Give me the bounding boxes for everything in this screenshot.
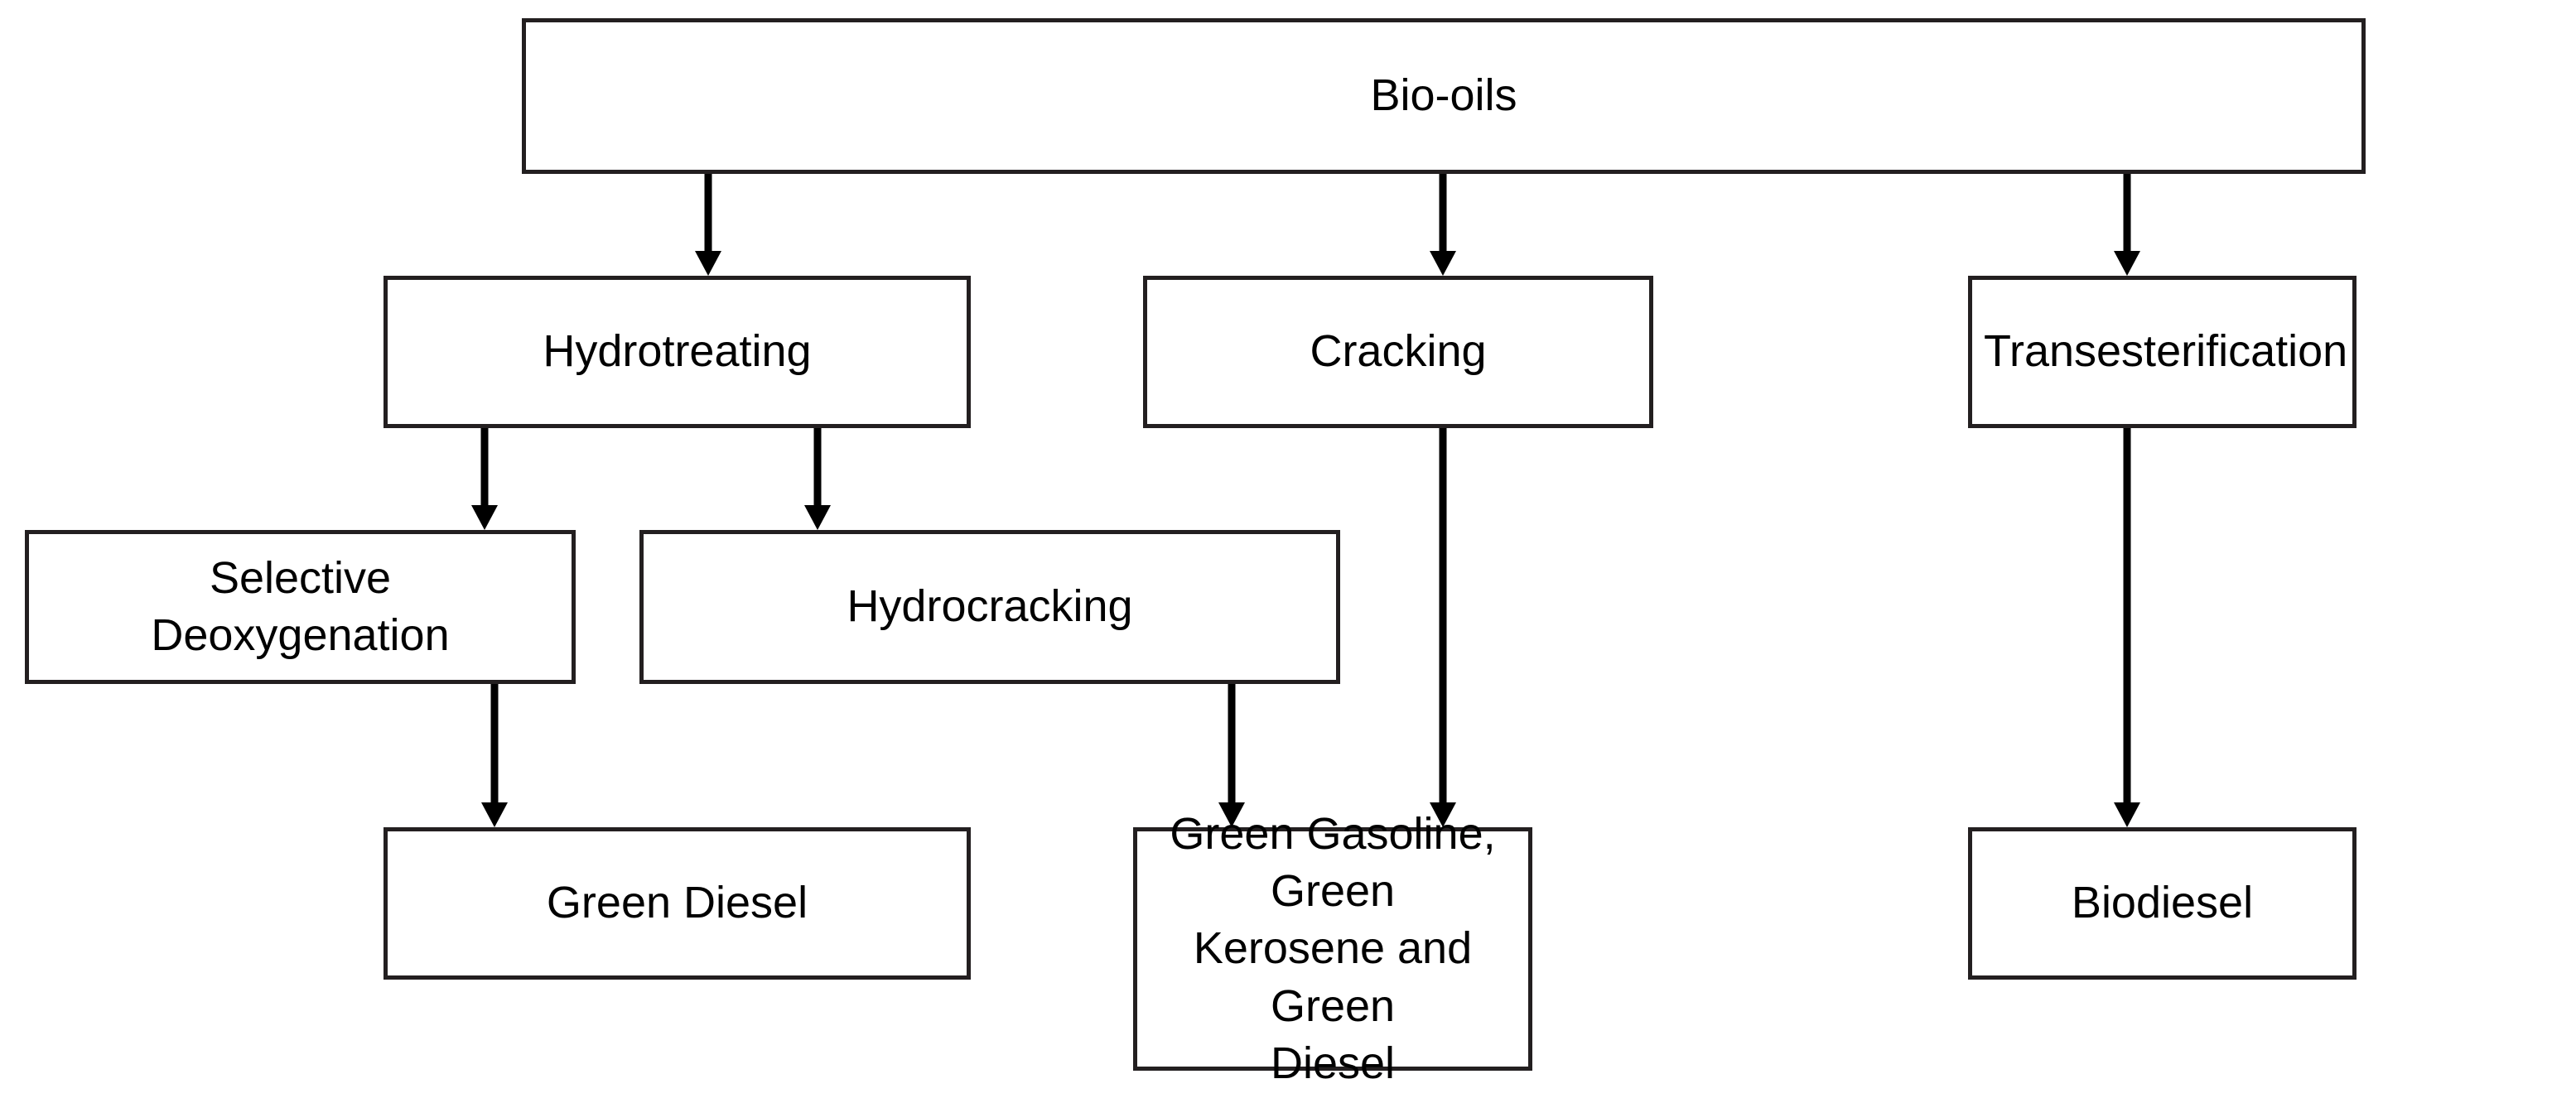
node-label-hydrocracking: Hydrocracking xyxy=(847,581,1133,632)
node-label-biodiesel: Biodiesel xyxy=(2071,878,2254,928)
edge-bio-oils-to-hydrotreating xyxy=(695,174,721,276)
edge-bio-oils-to-transesterification xyxy=(2114,174,2140,276)
edge-bio-oils-to-cracking xyxy=(1430,174,1456,276)
node-label-transesterification: Transesterification xyxy=(1984,326,2348,377)
node-hydrocracking[interactable]: Hydrocracking xyxy=(639,530,1340,684)
edge-arrowhead-icon xyxy=(471,505,498,530)
node-biodiesel[interactable]: Biodiesel xyxy=(1968,827,2357,980)
node-label-cracking: Cracking xyxy=(1310,326,1487,377)
edge-arrowhead-icon xyxy=(481,802,508,827)
edge-transesterification-to-biodiesel xyxy=(2114,428,2140,827)
node-selective-deoxygenation[interactable]: Selective Deoxygenation xyxy=(25,530,576,684)
node-label-bio-oils: Bio-oils xyxy=(1370,70,1517,121)
node-green-diesel[interactable]: Green Diesel xyxy=(384,827,971,980)
node-label-hydrotreating: Hydrotreating xyxy=(543,326,812,377)
edge-hydrotreating-to-selective-deoxygenation xyxy=(471,428,498,530)
node-transesterification[interactable]: Transesterification xyxy=(1968,276,2357,428)
edge-arrowhead-icon xyxy=(804,505,831,530)
edge-cracking-to-green-fuels-mix xyxy=(1430,428,1456,827)
node-label-selective-deoxygenation: Selective Deoxygenation xyxy=(151,552,450,660)
edge-arrowhead-icon xyxy=(2114,251,2140,276)
node-cracking[interactable]: Cracking xyxy=(1143,276,1653,428)
node-bio-oils[interactable]: Bio-oils xyxy=(522,18,2366,174)
edge-selective-deoxygenation-to-green-diesel xyxy=(481,684,508,827)
node-green-fuels-mix[interactable]: Green Gasoline, Green Kerosene and Green… xyxy=(1133,809,1532,1088)
edge-arrowhead-icon xyxy=(1430,251,1456,276)
node-label-green-diesel: Green Diesel xyxy=(546,878,808,928)
edge-arrowhead-icon xyxy=(695,251,721,276)
node-label-green-fuels-mix: Green Gasoline, Green Kerosene and Green… xyxy=(1170,809,1496,1088)
edge-arrowhead-icon xyxy=(2114,802,2140,827)
edge-hydrotreating-to-hydrocracking xyxy=(804,428,831,530)
node-hydrotreating[interactable]: Hydrotreating xyxy=(384,276,971,428)
